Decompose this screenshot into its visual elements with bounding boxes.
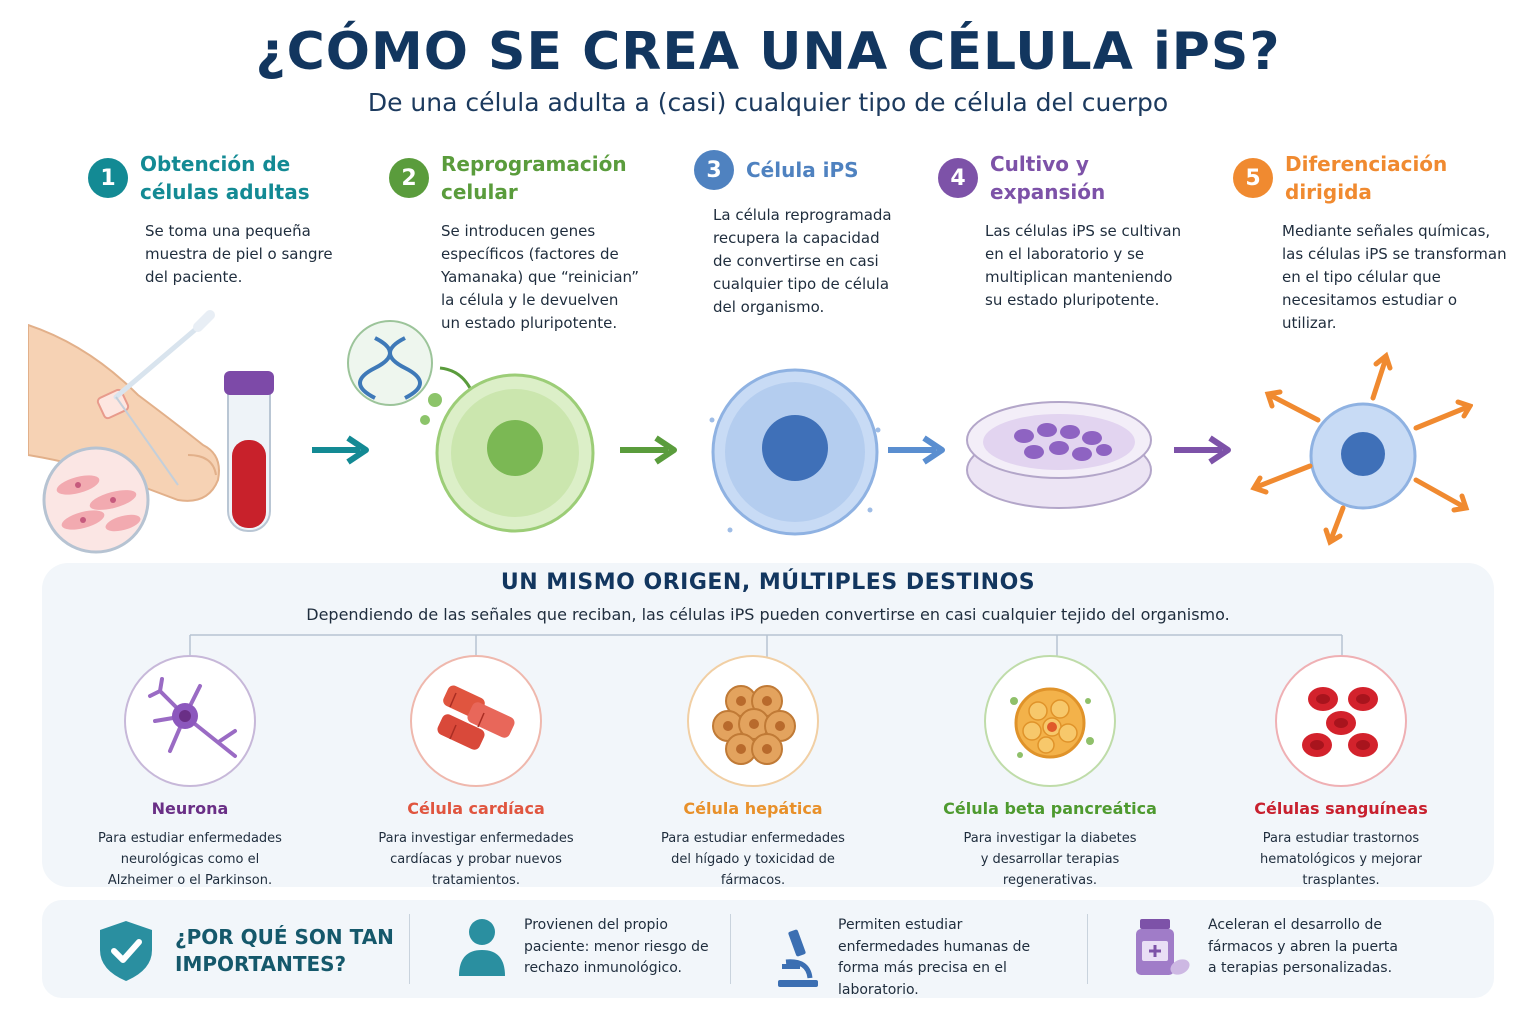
destination-pancreatic-cell: Célula beta pancreática Para investigar … — [935, 655, 1165, 891]
destination-name: Célula hepática — [683, 799, 823, 818]
destination-name: Neurona — [151, 799, 229, 818]
arrow-right-icon — [888, 435, 945, 465]
step-3: 3 Célula iPS La célula reprogramada recu… — [694, 150, 924, 319]
person-icon — [459, 919, 505, 977]
petri-dish-illustration — [966, 401, 1152, 509]
page-title: ¿CÓMO SE CREA UNA CÉLULA iPS? — [255, 22, 1281, 82]
destination-description: Para estudiar trastornos hematológicos y… — [1259, 831, 1423, 888]
medicine-icon — [1136, 919, 1190, 976]
step-number: 5 — [1233, 158, 1273, 198]
destination-cardiac-cell: Célula cardíaca Para investigar enfermed… — [361, 655, 591, 891]
importance-item: Permiten estudiar enfermedades humanas d… — [772, 915, 1063, 1001]
step-description: Mediante señales químicas, las células i… — [1282, 222, 1507, 332]
destination-description: Para estudiar enfermedades del hígado y … — [661, 831, 845, 888]
step-1: 1 Obtención de células adultas Se toma u… — [88, 150, 348, 289]
step-description: Las células iPS se cultivan en el labora… — [985, 222, 1182, 309]
microscope-icon — [778, 929, 818, 987]
destination-name: Célula beta pancreática — [943, 799, 1157, 818]
destination-description: Para estudiar enfermedades neurológicas … — [98, 831, 282, 888]
destinations-subtitle: Dependiendo de las señales que reciban, … — [306, 605, 1230, 624]
liver-cell-icon — [712, 685, 796, 765]
page-subtitle: De una célula adulta a (casi) cualquier … — [367, 88, 1169, 117]
importance-item: Aceleran el desarrollo de fármacos y abr… — [1132, 915, 1403, 980]
importance-text: Permiten estudiar enfermedades humanas d… — [838, 917, 1031, 998]
shield-check-icon — [100, 921, 152, 981]
pancreatic-cell-icon — [1010, 687, 1094, 759]
blood-cells-icon — [1302, 687, 1378, 757]
step-number: 3 — [694, 150, 734, 190]
divider — [730, 914, 731, 984]
destination-description: Para investigar la diabetes y desarrolla… — [963, 831, 1137, 888]
reprogramming-illustration — [347, 320, 595, 533]
step-number: 4 — [938, 158, 978, 198]
step-description: Se toma una pequeña muestra de piel o sa… — [145, 222, 333, 286]
sample-collection-illustration — [28, 310, 274, 554]
destination-blood-cells: Células sanguíneas Para estudiar trastor… — [1226, 655, 1456, 891]
neuron-icon — [148, 677, 237, 758]
differentiation-illustration — [1250, 351, 1473, 546]
destination-name: Célula cardíaca — [407, 799, 545, 818]
step-number: 1 — [88, 158, 128, 198]
divider — [1087, 914, 1088, 984]
step-description: La célula reprogramada recupera la capac… — [713, 206, 892, 316]
step-5: 5 Diferenciación dirigida Mediante señal… — [1233, 150, 1513, 335]
step-title: Cultivo y expansión — [990, 152, 1106, 204]
importance-text: Aceleran el desarrollo de fármacos y abr… — [1208, 917, 1398, 976]
step-number: 2 — [389, 158, 429, 198]
step-4: 4 Cultivo y expansión Las células iPS se… — [938, 150, 1198, 312]
destinations-title: UN MISMO ORIGEN, MÚLTIPLES DESTINOS — [500, 570, 1036, 595]
destination-description: Para investigar enfermedades cardíacas y… — [378, 831, 574, 888]
importance-title: ¿POR QUÉ SON TAN IMPORTANTES? — [175, 925, 394, 976]
importance-panel — [42, 900, 1494, 998]
step-title: Célula iPS — [746, 158, 859, 182]
importance-item: Provienen del propio paciente: menor rie… — [456, 915, 724, 980]
connector-lines — [189, 634, 1343, 658]
importance-text: Provienen del propio paciente: menor rie… — [524, 917, 709, 976]
importance-heading: ¿POR QUÉ SON TAN IMPORTANTES? — [95, 918, 395, 984]
ips-cell-illustration — [709, 368, 881, 536]
step-description: Se introducen genes específicos (factore… — [441, 222, 639, 332]
destination-name: Células sanguíneas — [1254, 799, 1428, 818]
destination-liver-cell: Célula hepática Para estudiar enfermedad… — [638, 655, 868, 891]
cardiac-cell-icon — [437, 685, 515, 750]
destination-neuron: Neurona Para estudiar enfermedades neuro… — [75, 655, 305, 891]
step-title: Diferenciación dirigida — [1285, 152, 1448, 204]
divider — [409, 914, 410, 984]
arrow-right-icon — [620, 435, 677, 465]
arrow-right-icon — [312, 435, 369, 465]
step-title: Obtención de células adultas — [140, 152, 310, 204]
step-2: 2 Reprogramación celular Se introducen g… — [389, 150, 649, 335]
step-title: Reprogramación celular — [441, 152, 627, 204]
arrow-right-icon — [1174, 435, 1231, 465]
